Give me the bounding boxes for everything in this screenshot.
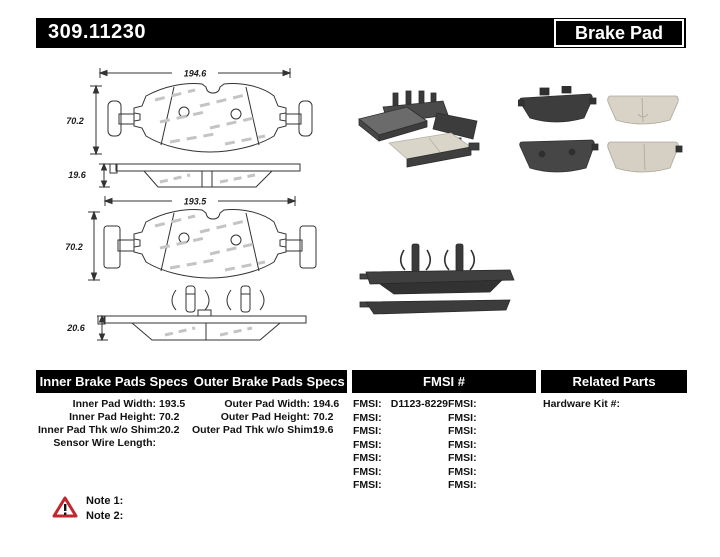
warning-triangle-icon — [52, 496, 78, 518]
spec-label: Outer Pad Height: — [220, 411, 310, 423]
fmsi-value: D1123-8229 — [390, 398, 448, 410]
spec-label: Sensor Wire Length: — [53, 437, 156, 449]
outer-specs-header: Outer Brake Pads Specs — [193, 374, 345, 389]
spec-row: Outer Pad Thk w/o Shim:19.6 — [192, 424, 350, 437]
photo-pads-angled-with-hardware — [358, 90, 480, 168]
fmsi-header: FMSI # — [352, 370, 536, 393]
fmsi-list-1: FMSI: D1123-8229 FMSI: FMSI: FMSI: FMSI: … — [353, 398, 448, 493]
fmsi-row: FMSI: — [448, 452, 533, 466]
fmsi-label: FMSI: — [448, 438, 477, 451]
spec-label: Inner Pad Thk w/o Shim: — [38, 424, 160, 436]
product-name: Brake Pad — [574, 22, 664, 43]
spec-label: Inner Pad Height: — [69, 411, 156, 423]
fmsi-row: FMSI: — [353, 412, 448, 426]
spec-row: Outer Pad Width:194.6 — [192, 398, 350, 411]
fmsi-label: FMSI: — [448, 452, 477, 464]
fmsi-row: FMSI: — [448, 412, 533, 426]
spec-value: 70.2 — [159, 411, 180, 423]
fmsi-label: FMSI: — [353, 398, 382, 410]
spec-row: Inner Pad Width:193.5 — [38, 398, 196, 411]
fmsi-row: FMSI: — [448, 398, 533, 412]
dim-outer-height: 70.2 — [66, 116, 84, 126]
fmsi-label: FMSI: — [353, 452, 382, 464]
fmsi-label: FMSI: — [448, 398, 477, 410]
dim-inner-thickness: 20.6 — [66, 323, 86, 333]
fmsi-label: FMSI: — [448, 465, 477, 478]
inner-specs-list: Inner Pad Width:193.5 Inner Pad Height:7… — [38, 398, 196, 450]
related-parts-list: Hardware Kit #: — [543, 398, 683, 411]
fmsi-row: FMSI: — [353, 466, 448, 480]
fmsi-label: FMSI: — [353, 479, 382, 491]
fmsi-row: FMSI: D1123-8229 — [353, 398, 448, 412]
fmsi-row: FMSI: — [448, 466, 533, 480]
product-name-box: Brake Pad — [554, 19, 684, 47]
spec-row: Sensor Wire Length: — [38, 437, 196, 450]
related-parts-header: Related Parts — [541, 370, 687, 393]
specs-header-bar: Inner Brake Pads Specs Outer Brake Pads … — [36, 370, 347, 393]
fmsi-label: FMSI: — [353, 425, 382, 437]
spec-row: Outer Pad Height:70.2 — [192, 411, 350, 424]
spec-label: Inner Pad Width: — [72, 398, 156, 410]
spec-value: 20.2 — [159, 424, 180, 436]
fmsi-label: FMSI: — [448, 479, 477, 491]
fmsi-row: FMSI: — [353, 452, 448, 466]
spec-value: 193.5 — [159, 398, 186, 410]
fmsi-row: FMSI: — [448, 439, 533, 453]
note-2-label: Note 2: — [86, 510, 124, 522]
related-part-label: Hardware Kit #: — [543, 398, 621, 410]
part-number: 309.11230 — [48, 21, 146, 43]
fmsi-label: FMSI: — [353, 438, 382, 451]
inner-specs-header: Inner Brake Pads Specs — [39, 374, 188, 389]
fmsi-row: FMSI: — [353, 425, 448, 439]
fmsi-row: FMSI: — [353, 439, 448, 453]
fmsi-label: FMSI: — [353, 465, 382, 478]
title-bar: 309.11230 Brake Pad — [36, 18, 686, 48]
fmsi-label: FMSI: — [448, 411, 477, 424]
spec-value: 70.2 — [313, 411, 334, 423]
related-part-row: Hardware Kit #: — [543, 398, 683, 411]
fmsi-label: FMSI: — [353, 411, 382, 424]
dim-outer-width: 194.6 — [184, 69, 208, 79]
fmsi-row: FMSI: — [448, 479, 533, 493]
fmsi-label: FMSI: — [448, 425, 477, 437]
technical-drawings: 194.6 70.2 — [65, 68, 317, 342]
spec-value: 19.6 — [313, 424, 334, 436]
spec-label: Outer Pad Thk w/o Shim: — [192, 424, 317, 436]
fmsi-row: FMSI: — [353, 479, 448, 493]
note-1-label: Note 1: — [86, 495, 124, 507]
photo-pads-edge-view — [359, 243, 515, 315]
dim-inner-width: 193.5 — [184, 197, 208, 207]
photo-pads-front-back — [518, 86, 683, 173]
fmsi-row: FMSI: — [448, 425, 533, 439]
fmsi-list-2: FMSI: FMSI: FMSI: FMSI: FMSI: FMSI: FMSI… — [448, 398, 533, 493]
spec-value: 194.6 — [313, 398, 340, 410]
dim-outer-thickness: 19.6 — [68, 170, 87, 180]
outer-specs-list: Outer Pad Width:194.6 Outer Pad Height:7… — [192, 398, 350, 437]
spec-label: Outer Pad Width: — [224, 398, 310, 410]
spec-row: Inner Pad Height:70.2 — [38, 411, 196, 424]
spec-row: Inner Pad Thk w/o Shim:20.2 — [38, 424, 196, 437]
dim-inner-height: 70.2 — [65, 242, 83, 252]
